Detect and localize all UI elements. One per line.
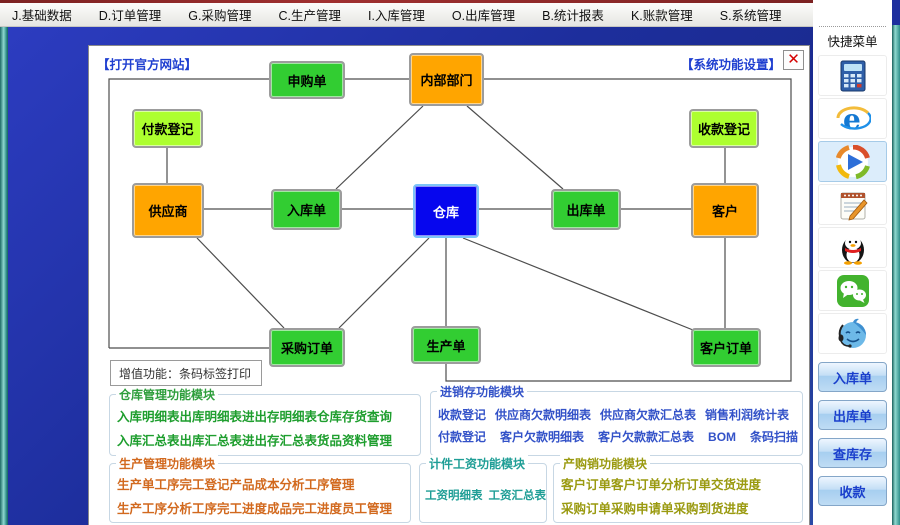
link-wage-summary-report[interactable]: 工资汇总表 [488, 490, 547, 502]
shortcut-calculator[interactable] [818, 55, 887, 96]
sidebar-button-receipt[interactable]: 收款 [818, 476, 887, 506]
link-purchase-order[interactable]: 采购订单 [561, 501, 612, 516]
link-process-completion-progress[interactable]: 工序完工进度 [192, 501, 268, 516]
link-purchase-request-form[interactable]: 采购申请单 [611, 501, 674, 516]
node-supplier[interactable]: 供应商 [132, 183, 204, 238]
link-finished-goods-progress[interactable]: 成品完工进度 [267, 501, 343, 516]
link-wage-detail-report[interactable]: 工资明细表 [425, 490, 483, 502]
link-bom[interactable]: BOM [708, 429, 737, 444]
quick-menu-title: 快捷菜单 [827, 35, 878, 49]
menu-item-production[interactable]: C.生产管理 [278, 9, 341, 23]
notepad-icon [840, 192, 868, 221]
calculator-icon [840, 60, 865, 91]
menu-item-purchasing[interactable]: G.采购管理 [188, 9, 252, 23]
window-right-border [892, 25, 900, 525]
menu-item-accounts[interactable]: K.账款管理 [630, 9, 693, 23]
window-left-border [0, 27, 8, 525]
module-piecework: 计件工资功能模块 工资明细表 工资汇总表 [419, 455, 547, 523]
link-production-order[interactable]: 生产单 [117, 477, 155, 492]
module-purchase-sales-title: 产购销功能模块 [560, 455, 651, 472]
link-order-delivery-progress[interactable]: 订单交货进度 [686, 477, 762, 492]
media-player-icon [835, 144, 870, 179]
link-supplier-debt-detail[interactable]: 供应商欠款明细表 [495, 408, 592, 422]
link-outbound-summary-report[interactable]: 出库汇总表 [179, 433, 243, 448]
menu-item-outbound[interactable]: O.出库管理 [451, 9, 516, 23]
node-production-order[interactable]: 生产单 [411, 326, 481, 364]
module-purchase-sales: 产购销功能模块 客户订单 客户订单分析 订单交货进度 采购订单 采购申请单 采购… [553, 455, 803, 523]
link-inbound-detail-report[interactable]: 入库明细表 [117, 409, 180, 424]
menu-item-reports[interactable]: B.统计报表 [542, 9, 604, 23]
link-employee-management[interactable]: 员工管理 [342, 501, 393, 516]
shortcut-customer-service[interactable] [818, 313, 887, 354]
sidebar-button-inbound-order[interactable]: 入库单 [818, 362, 887, 392]
module-production-title: 生产管理功能模块 [116, 455, 219, 472]
service-mascot-icon [838, 318, 866, 348]
shortcut-media-player[interactable] [818, 141, 887, 182]
module-inventory-sales-title: 进销存功能模块 [437, 383, 528, 400]
flowchart-connectors [108, 78, 792, 382]
link-customer-order-analysis[interactable]: 客户订单分析 [611, 477, 687, 492]
main-panel: 【打开官方网站】 【系统功能设置】 ✕ 申购单 内部部门 付款登记 收款登记 供… [88, 45, 810, 525]
shortcut-wechat[interactable] [818, 270, 887, 311]
sidebar-button-outbound-order[interactable]: 出库单 [818, 400, 887, 430]
menu-item-base-data[interactable]: J.基础数据 [12, 9, 72, 23]
link-goods-data-management[interactable]: 货品资料管理 [317, 433, 393, 448]
wechat-icon [836, 274, 869, 307]
node-receipt-register[interactable]: 收款登记 [689, 109, 759, 148]
link-product-cost-analysis[interactable]: 产品成本分析 [229, 477, 305, 492]
module-production: 生产管理功能模块 生产单 工序完工登记 产品成本分析 工序管理 生产工序分析 工… [109, 455, 411, 523]
menu-item-inbound[interactable]: I.入库管理 [367, 9, 425, 23]
link-customer-debt-summary[interactable]: 客户欠款款汇总表 [598, 430, 695, 444]
node-customer-order[interactable]: 客户订单 [691, 328, 761, 367]
menu-item-system[interactable]: S.系统管理 [719, 9, 782, 23]
ie-browser-icon: e [835, 103, 871, 136]
menu-item-orders[interactable]: D.订单管理 [98, 9, 162, 23]
link-inout-stock-summary-report[interactable]: 进出存汇总表 [242, 433, 318, 448]
link-process-management[interactable]: 工序管理 [304, 477, 355, 492]
link-receipt-register[interactable]: 收款登记 [438, 408, 487, 422]
link-payment-register[interactable]: 付款登记 [438, 430, 487, 444]
link-sales-profit-report[interactable]: 销售利润统计表 [705, 408, 790, 422]
open-official-website-link[interactable]: 【打开官方网站】 [97, 58, 198, 72]
close-button[interactable]: ✕ [783, 50, 804, 70]
link-customer-debt-detail[interactable]: 客户欠款明细表 [500, 430, 585, 444]
window-top-edge [0, 0, 813, 3]
link-customer-order[interactable]: 客户订单 [561, 477, 612, 492]
node-purchase-request[interactable]: 申购单 [269, 61, 345, 99]
link-supplier-debt-summary[interactable]: 供应商欠款汇总表 [600, 408, 697, 422]
node-purchase-order[interactable]: 采购订单 [269, 328, 345, 367]
node-outbound-order[interactable]: 出库单 [551, 189, 621, 230]
value-added-feature-box: 增值功能：条码标签打印 [110, 360, 262, 386]
link-outbound-detail-report[interactable]: 出库明细表 [179, 409, 243, 424]
node-inbound-order[interactable]: 入库单 [271, 189, 342, 230]
quick-menu-sidebar: 快捷菜单 e [813, 0, 892, 525]
qq-icon [841, 236, 864, 265]
node-internal-department[interactable]: 内部部门 [409, 53, 484, 106]
shortcut-ie-browser[interactable]: e [818, 98, 887, 139]
node-customer[interactable]: 客户 [691, 183, 759, 238]
link-purchase-arrival-progress[interactable]: 采购到货进度 [673, 501, 749, 516]
link-warehouse-stock-query[interactable]: 仓库存货查询 [317, 409, 393, 424]
module-piecework-title: 计件工资功能模块 [426, 455, 529, 472]
shortcut-qq[interactable] [818, 227, 887, 268]
system-settings-link[interactable]: 【系统功能设置】 [680, 58, 781, 72]
menu-bar: J.基础数据 D.订单管理 G.采购管理 C.生产管理 I.入库管理 O.出库管… [0, 3, 813, 27]
link-inbound-summary-report[interactable]: 入库汇总表 [117, 433, 180, 448]
link-barcode-scan[interactable]: 条码扫描 [750, 430, 799, 444]
link-production-process-analysis[interactable]: 生产工序分析 [117, 501, 193, 516]
module-inventory-sales: 进销存功能模块 收款登记 供应商欠款明细表 供应商欠款汇总表 销售利润统计表 付… [430, 383, 803, 456]
node-payment-register[interactable]: 付款登记 [132, 109, 203, 148]
shortcut-notepad[interactable] [818, 184, 887, 225]
link-inout-stock-detail-report[interactable]: 进出存明细表 [242, 409, 318, 424]
node-warehouse[interactable]: 仓库 [413, 184, 479, 238]
sidebar-drag-handle [819, 26, 886, 27]
module-warehouse: 仓库管理功能模块 入库明细表 出库明细表 进出存明细表 仓库存货查询 入库汇总表… [109, 386, 421, 456]
sidebar-button-stock-query[interactable]: 查库存 [818, 438, 887, 468]
link-process-completion-register[interactable]: 工序完工登记 [154, 477, 230, 492]
module-warehouse-title: 仓库管理功能模块 [116, 386, 219, 403]
